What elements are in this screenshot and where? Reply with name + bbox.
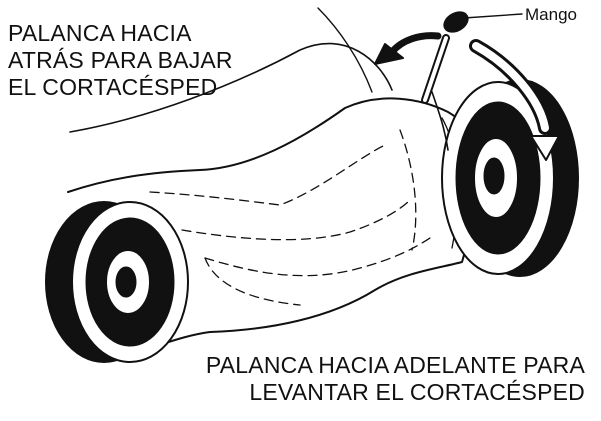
backward-arrow	[374, 32, 442, 65]
mower-deck-edge	[317, 7, 373, 93]
caption-line: LEVANTAR EL CORTACÉSPED	[249, 379, 585, 405]
lower-mower-caption: PALANCA HACIA ATRÁS PARA BAJAR EL CORTAC…	[8, 20, 233, 101]
caption-line: PALANCA HACIA	[8, 20, 192, 46]
height-adjust-lever	[421, 11, 469, 151]
mower-deck-outline	[69, 42, 393, 133]
right-wheel	[441, 79, 579, 277]
handle-leader-line	[463, 13, 523, 19]
caption-line: EL CORTACÉSPED	[8, 74, 218, 100]
handle-label: Mango	[525, 5, 577, 24]
left-wheel	[45, 201, 189, 363]
raise-mower-caption: PALANCA HACIA ADELANTE PARA LEVANTAR EL …	[206, 352, 585, 406]
forward-arrow	[469, 39, 560, 161]
caption-line: PALANCA HACIA ADELANTE PARA	[205, 352, 585, 378]
caption-line: ATRÁS PARA BAJAR	[8, 47, 233, 73]
